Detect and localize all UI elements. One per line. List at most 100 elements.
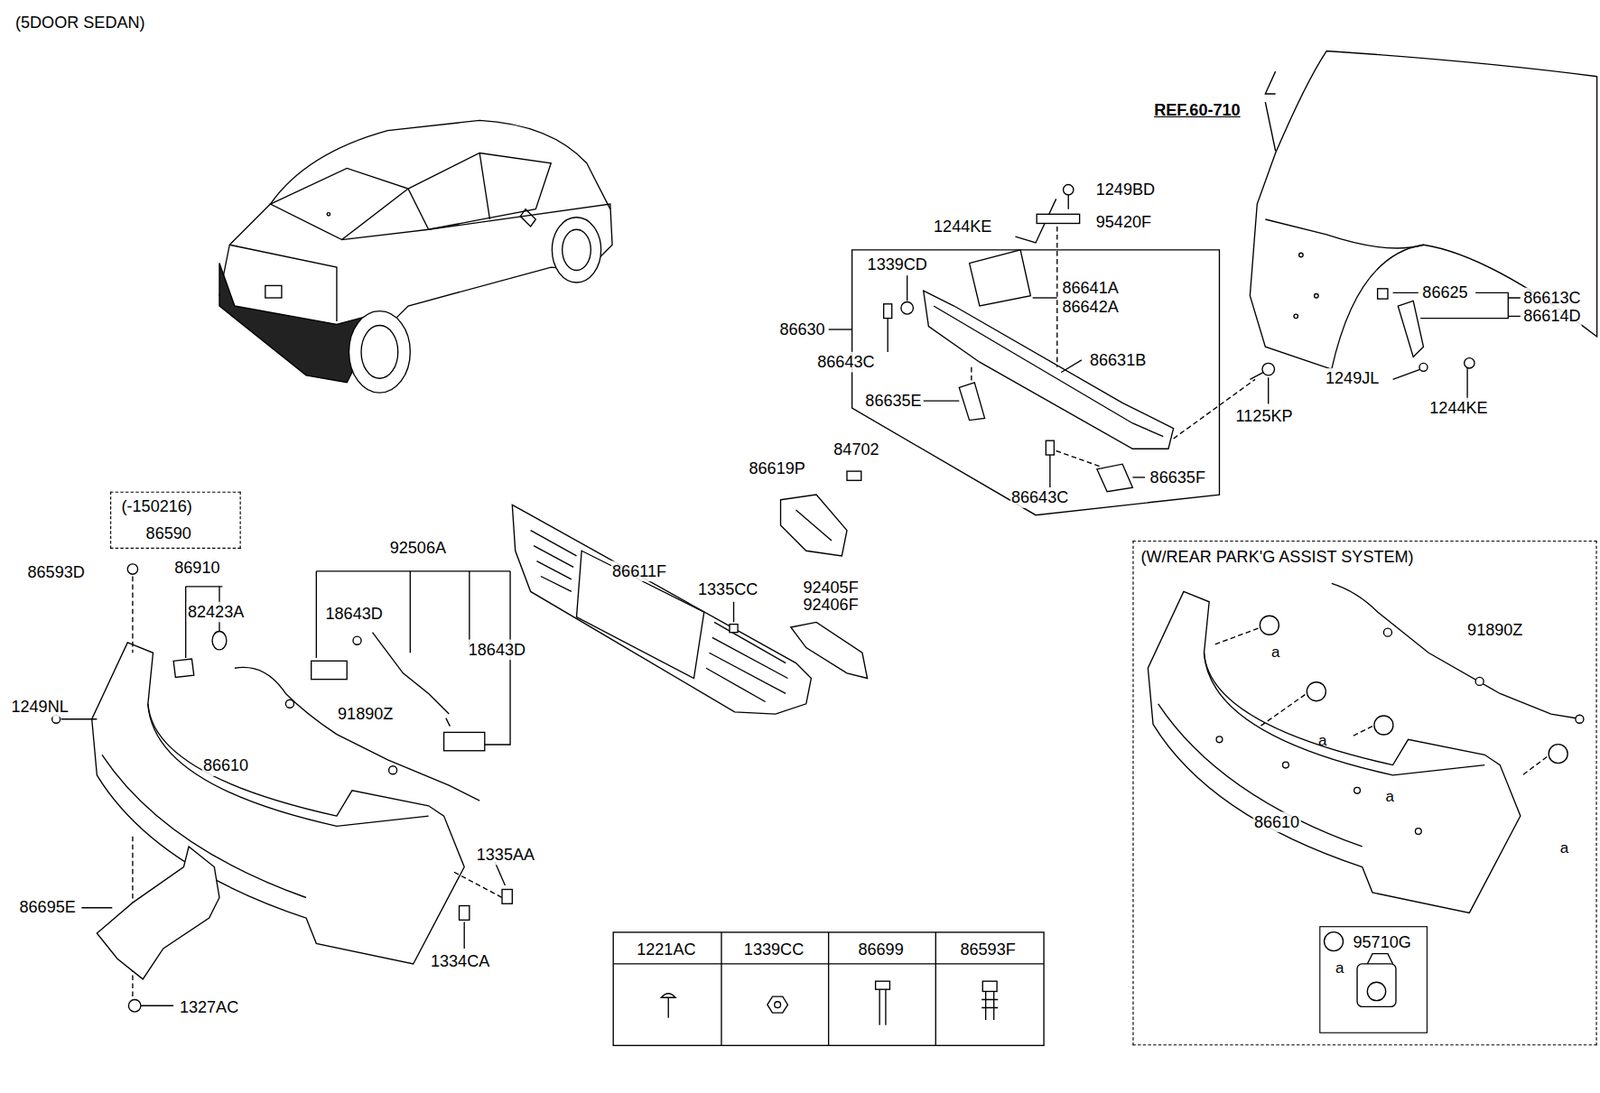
ref-circle: a: [1547, 744, 1569, 765]
car-sketch: [562, 229, 592, 270]
rear-bumper-with-sensors: [1331, 583, 1582, 719]
parts-table: [774, 1002, 782, 1009]
callout-number: 86613C: [1522, 288, 1582, 309]
ref-letter: a: [1553, 837, 1575, 859]
reinforcement-assembly: [906, 275, 908, 301]
rear-bumper: [409, 571, 411, 653]
rear-bumper: [128, 999, 141, 1013]
rear-bumper: [316, 571, 317, 659]
rear-bumper-with-sensors: [1204, 652, 1486, 776]
rear-fender: [1265, 219, 1424, 249]
callout-number: 1125KP: [1234, 406, 1294, 428]
car-sketch: [408, 153, 551, 231]
option-panel: (W/REAR PARK'G ASSIST SYSTEM)aaaa95710Ga: [1132, 540, 1597, 1046]
circle-outline: [1259, 615, 1279, 635]
circle-outline: [1547, 744, 1569, 765]
lower-grille: [781, 494, 847, 557]
rear-bumper-with-sensors: [1354, 787, 1361, 794]
rear-bumper: [502, 889, 512, 904]
circle-outline: [1373, 715, 1395, 736]
parts-table: [668, 997, 670, 1019]
rear-bumper-with-sensors: [1283, 762, 1290, 769]
ref-circle: a: [1373, 715, 1395, 736]
callout-number: 86699: [856, 939, 905, 961]
callout-number: 1249NL: [9, 697, 70, 718]
lower-grille: [729, 624, 738, 633]
lower-grille: [511, 471, 867, 715]
callout-number: 86610: [1253, 812, 1302, 834]
rear-bumper: [459, 906, 470, 921]
rear-bumper: [285, 699, 294, 708]
circle-outline: [1374, 716, 1394, 735]
lower-grille: [790, 622, 868, 679]
rear-bumper-with-sensors: [1383, 628, 1392, 637]
reinforcement-assembly: [883, 304, 893, 319]
callout-number: 86642A: [1060, 297, 1120, 318]
rear-bumper-with-sensors: [1522, 757, 1547, 776]
rear-bumper: [52, 564, 513, 1013]
rear-fender: [1507, 316, 1521, 317]
ref-letter: a: [1265, 641, 1286, 663]
lower-grille: [706, 668, 766, 702]
callout-number: 86641A: [1060, 279, 1120, 300]
callout-number: 18643D: [467, 640, 528, 661]
parts-table: [986, 991, 995, 1021]
lower-grille: [733, 602, 735, 624]
callout-number: 86610: [202, 755, 251, 777]
callout-number: 86910: [173, 558, 222, 579]
callout-number: 86635F: [1148, 467, 1207, 489]
reinforcement-assembly: [923, 290, 1174, 449]
car-sketch: [361, 325, 399, 380]
circle-outline: [1259, 614, 1281, 636]
rear-fender: [1393, 292, 1419, 294]
car-sketch: [219, 263, 368, 383]
car-sketch: [520, 209, 536, 227]
ref-circle: a: [1306, 681, 1328, 703]
callout-number: 1339CD: [865, 255, 929, 277]
rear-bumper: [446, 718, 451, 727]
circle-outline: [1306, 681, 1328, 703]
rear-bumper-with-sensors: [1367, 982, 1386, 1001]
parts-table: [982, 981, 997, 992]
rear-bumper-with-sensors: [1214, 628, 1259, 645]
callout-number: 1249JL: [1324, 368, 1381, 390]
lower-grille: [712, 637, 789, 679]
callout-number: 95420F: [1095, 212, 1154, 233]
rear-bumper: [454, 872, 503, 898]
callout-number: 86643C: [816, 352, 876, 373]
rear-bumper: [131, 576, 133, 654]
rear-bumper-with-sensors: [1147, 583, 1584, 1007]
callout-number: 1339CC: [743, 939, 806, 961]
rear-bumper: [494, 862, 505, 886]
callout-number: 86593F: [958, 939, 1017, 961]
rear-bumper-with-sensors: [1475, 677, 1484, 686]
parts-table: [767, 996, 789, 1014]
rear-bumper-with-sensors: [1158, 704, 1363, 847]
sensor-box: 95710Ga: [1319, 926, 1428, 1034]
ref-letter: a: [1379, 786, 1401, 808]
box-heading: (-150216): [120, 496, 192, 518]
lower-grille: [576, 550, 705, 679]
rear-fender: [1507, 297, 1521, 298]
parts-table: [613, 932, 1044, 1046]
reinforcement-assembly: [1068, 195, 1070, 210]
rear-bumper: [148, 704, 429, 828]
rear-bumper: [311, 660, 348, 680]
rear-bumper-with-sensors: [1367, 954, 1393, 965]
reinforcement-assembly: [828, 185, 1275, 516]
callout-number: 1249BD: [1095, 179, 1157, 201]
reinforcement-assembly: [852, 250, 1220, 516]
reinforcement-assembly: [1132, 476, 1145, 478]
callout-number: 86590: [146, 523, 192, 545]
reinforcement-assembly: [969, 250, 1032, 307]
rear-bumper: [127, 564, 138, 575]
rear-bumper-with-sensors: [1414, 828, 1422, 836]
circle-outline: [1324, 932, 1344, 952]
callout-number: 1244KE: [932, 216, 994, 238]
rear-bumper-with-sensors: [1147, 591, 1520, 913]
callout-number: 1244KE: [1428, 398, 1489, 419]
reference-note: REF.60-710: [1153, 100, 1242, 121]
callout-number: 84702: [832, 439, 881, 461]
callout-number: 86614D: [1522, 306, 1582, 327]
reinforcement-assembly: [1056, 226, 1058, 368]
